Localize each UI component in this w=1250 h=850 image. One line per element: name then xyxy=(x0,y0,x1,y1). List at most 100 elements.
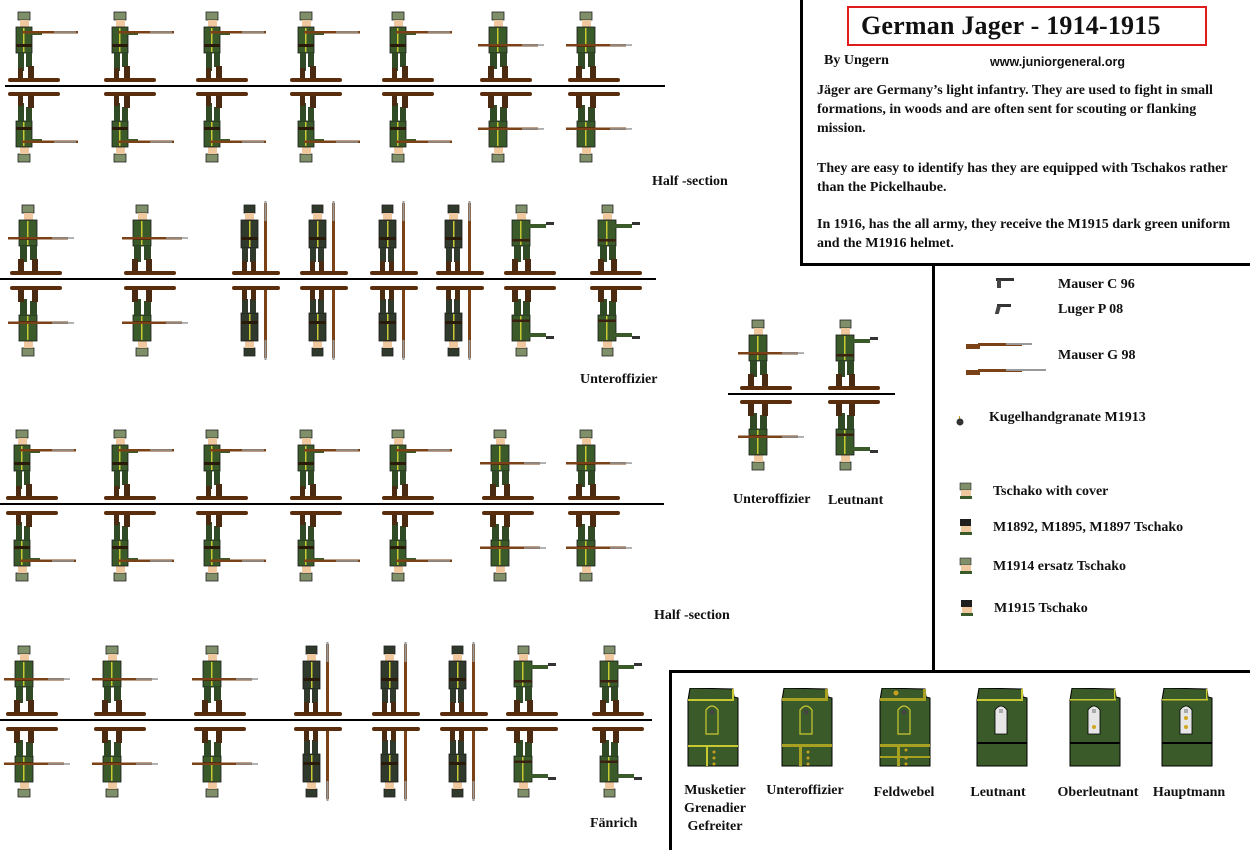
legend-tschako-m1914: M1914 ersatz Tschako xyxy=(993,559,1126,574)
jager-figure-port-arms xyxy=(92,642,159,722)
jager-figure-mirror xyxy=(382,86,453,166)
collar-insignia-oberleutnant xyxy=(1069,688,1121,767)
legend-tschako-m1892: M1892, M1895, M1897 Tschako xyxy=(993,520,1184,535)
jager-figure-mirror xyxy=(290,505,361,585)
jager-figure-attention xyxy=(366,201,422,281)
jager-figure-port-arms xyxy=(4,642,71,722)
collar-insignia-hauptmann xyxy=(1161,688,1213,767)
unteroffizier-figure-pistol xyxy=(588,201,644,281)
jager-figure-aiming xyxy=(382,8,453,88)
jager-figure-port-arms xyxy=(480,426,547,506)
jager-figure-aiming xyxy=(8,8,79,88)
unteroffizier-figure xyxy=(738,316,805,396)
jager-figure-mirror xyxy=(502,280,558,360)
jager-figure-mirror xyxy=(368,721,424,801)
jager-figure-mirror xyxy=(92,721,159,801)
collar-insignia-feldwebel xyxy=(879,688,931,767)
website-link[interactable]: www.juniorgeneral.org xyxy=(990,55,1125,69)
legend-luger-p08: Luger P 08 xyxy=(1058,302,1124,317)
jager-figure-mirror xyxy=(290,721,346,801)
title-box: German Jager - 1914-1915 xyxy=(847,6,1207,46)
jager-figure-mirror xyxy=(436,721,492,801)
jager-figure-mirror xyxy=(122,280,189,360)
jager-figure-aiming xyxy=(104,426,175,506)
jager-figure-port-arms xyxy=(566,8,633,88)
jager-figure-mirror xyxy=(480,505,547,585)
officers-label-leutnant: Leutnant xyxy=(828,493,884,508)
rank-label-oberleutnant: Oberleutnant xyxy=(1057,785,1139,800)
rank-label-musketier: Musketier Grenadier Gefreiter xyxy=(672,782,758,836)
jager-figure-mirror xyxy=(196,505,267,585)
row-4-fold-line xyxy=(0,719,652,721)
jager-figure-port-arms xyxy=(192,642,259,722)
rifle-icon xyxy=(966,343,1032,349)
jager-figure-attention xyxy=(228,201,284,281)
jager-figure-mirror xyxy=(588,280,644,360)
legend-kugelhandgranate: Kugelhandgranate M1913 xyxy=(989,410,1146,425)
jager-figure-mirror xyxy=(104,505,175,585)
jager-figure-port-arms xyxy=(478,8,545,88)
info-box-bottom-border xyxy=(800,263,1250,266)
insignia-box-left-border xyxy=(669,670,672,850)
leutnant-figure-mirror xyxy=(826,394,882,474)
jager-figure-aiming xyxy=(196,8,267,88)
tschako-black-icon xyxy=(960,519,972,535)
rank-label-line: Grenadier xyxy=(684,801,746,816)
tschako-ersatz-icon xyxy=(959,557,972,574)
jager-figure-pointing xyxy=(502,201,558,281)
jager-figure-aiming xyxy=(104,8,175,88)
jager-figure-mirror xyxy=(196,86,267,166)
rank-label-leutnant: Leutnant xyxy=(970,785,1026,800)
jager-figure-mirror xyxy=(104,86,175,166)
insignia-box-top-border xyxy=(669,670,1250,673)
pistol-icon xyxy=(995,304,1011,314)
description-paragraph-3: In 1916, has the all army, they receive … xyxy=(817,217,1231,251)
half-section-label: Half -section xyxy=(652,174,728,189)
jager-figure-mirror xyxy=(228,280,284,360)
officers-label-unteroffizier: Unteroffizier xyxy=(733,492,811,507)
pistol-icon xyxy=(996,278,1014,288)
rifle-bayonet-icon xyxy=(966,369,1046,375)
page-title: German Jager - 1914-1915 xyxy=(861,11,1161,40)
legend-divider-vertical xyxy=(932,263,935,672)
faehnrich-figure-pistol xyxy=(590,642,646,722)
tschako-cover-icon xyxy=(959,482,972,499)
legend-mauser-g98: Mauser G 98 xyxy=(1058,348,1136,363)
jager-figure-mirror xyxy=(290,86,361,166)
jager-figure-mirror xyxy=(478,86,545,166)
jager-figure-attention xyxy=(432,201,488,281)
row-3-fold-line xyxy=(0,503,664,505)
jager-figure-throwing xyxy=(290,642,346,722)
rank-label-line: Musketier xyxy=(684,783,746,798)
half-section-label: Half -section xyxy=(654,608,730,623)
jager-figure-attention xyxy=(436,642,492,722)
jager-figure-mirror xyxy=(296,280,352,360)
jager-figure-mirror xyxy=(566,505,633,585)
jager-figure-aiming xyxy=(290,426,361,506)
row-2-fold-line xyxy=(0,278,656,280)
jager-figure-aiming xyxy=(290,8,361,88)
jager-figure-pointing xyxy=(504,642,560,722)
collar-insignia-leutnant xyxy=(976,688,1028,767)
legend-tschako-cover: Tschako with cover xyxy=(993,484,1109,499)
author-credit: By Ungern xyxy=(824,53,889,68)
collar-insignia-musketier xyxy=(687,688,739,767)
rank-label-unteroffizier: Unteroffizier xyxy=(766,783,844,798)
description-paragraph-2: They are easy to identify has they are e… xyxy=(817,161,1228,195)
jager-figure-mirror xyxy=(6,505,77,585)
grenade-icon xyxy=(956,416,964,426)
jager-figure-mirror xyxy=(4,721,71,801)
jager-figure-port-arms xyxy=(8,201,75,281)
jager-figure-mirror xyxy=(566,86,633,166)
jager-figure-throwing xyxy=(368,642,424,722)
tschako-m1915-icon xyxy=(961,600,973,616)
jager-figure-mirror xyxy=(590,721,646,801)
row-1-fold-line xyxy=(5,85,665,87)
rank-label-hauptmann: Hauptmann xyxy=(1152,785,1226,800)
jager-figure-mirror xyxy=(8,86,79,166)
jager-figure-aiming xyxy=(382,426,453,506)
jager-figure-mirror xyxy=(504,721,560,801)
unteroffizier-label: Unteroffizier xyxy=(580,372,658,387)
officers-fold-line xyxy=(728,393,895,395)
leutnant-figure xyxy=(826,316,882,396)
